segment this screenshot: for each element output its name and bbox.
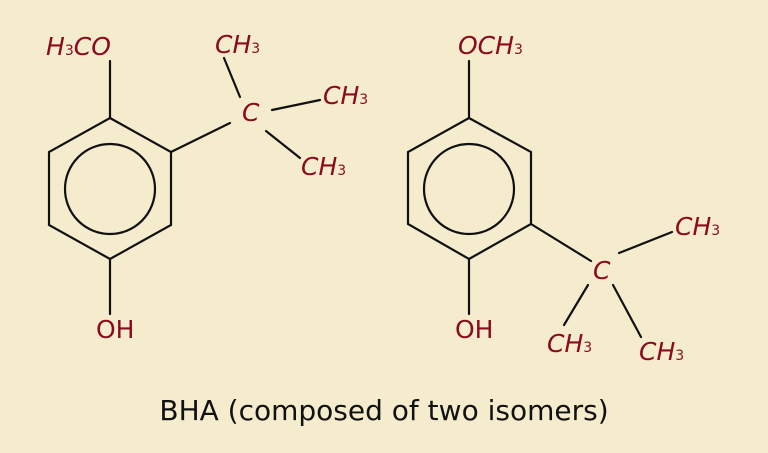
- left-tbu-carbon-label: C: [242, 98, 260, 127]
- right-methyl-right-label: CH3: [675, 212, 721, 241]
- right-aromatic-circle: [422, 142, 516, 236]
- right-methyl-bottom-left-label: CH3: [547, 329, 593, 358]
- left-benzene-ring: [47, 116, 173, 261]
- left-methyl-top-bond: [222, 56, 242, 99]
- right-methyl-bottom-left-bond: [562, 283, 590, 327]
- left-methyl-top-label: CH3: [215, 30, 261, 59]
- right-methyl-bottom-right-bond: [611, 283, 643, 339]
- right-hydroxyl-label: OH: [455, 315, 494, 344]
- left-aromatic-circle: [63, 142, 157, 236]
- left-methoxy-label: H3CO: [46, 32, 111, 61]
- left-methyl-right-bond: [270, 98, 322, 112]
- right-tbu-carbon-label: C: [593, 256, 611, 285]
- right-benzene-ring: [406, 116, 533, 261]
- right-methyl-right-bond: [617, 230, 674, 255]
- left-methyl-bottom-bond: [264, 129, 302, 160]
- left-tbu-bond: [169, 121, 232, 154]
- right-methoxy-label: OCH3: [458, 31, 523, 60]
- left-hydroxyl-label: OH: [96, 315, 135, 344]
- left-methyl-right-label: CH3: [323, 81, 369, 110]
- right-tbu-bond: [529, 222, 593, 263]
- right-methyl-bottom-right-label: CH3: [639, 337, 685, 366]
- left-methyl-bottom-label: CH3: [301, 152, 347, 181]
- diagram-caption: BHA (composed of two isomers): [159, 394, 609, 427]
